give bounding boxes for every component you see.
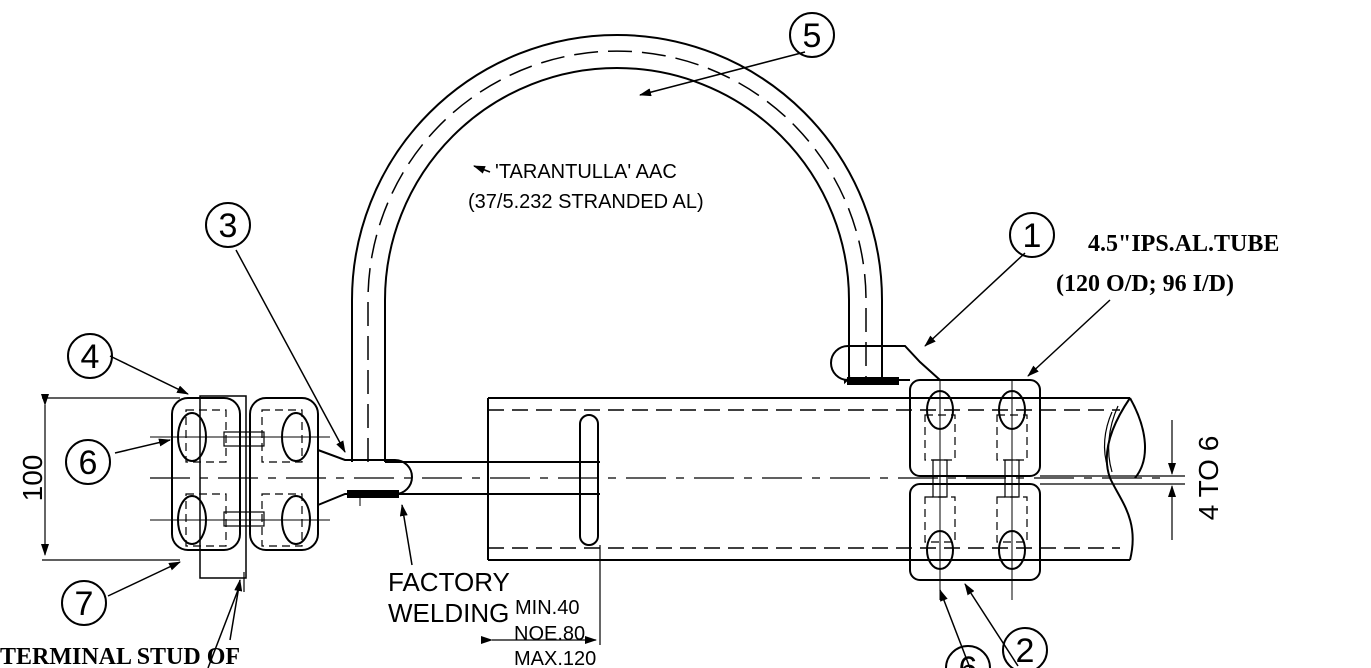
welding-label-line1: FACTORY	[388, 567, 510, 597]
balloon-1: 1	[1023, 217, 1042, 255]
weld-mark-right	[847, 377, 899, 385]
dim-noe-label: NOE.80	[514, 623, 585, 645]
dim-height-label: 100	[17, 455, 48, 502]
dimension-overlap	[481, 545, 601, 645]
dimension-100	[41, 394, 180, 561]
conductor-arc	[351, 34, 883, 462]
balloon-5: 5	[803, 17, 822, 55]
conductor-label-line1: 'TARANTULLA' AAC	[495, 161, 677, 183]
balloon-6-bottom: 6	[959, 650, 978, 668]
aluminium-tube	[487, 397, 1146, 561]
dimension-gap	[1040, 420, 1185, 540]
terminal-stud-label: TERMINAL STUD OF	[0, 644, 240, 668]
balloon-4: 4	[81, 338, 100, 376]
balloon-6-left: 6	[79, 444, 98, 482]
dim-gap-label: 4 TO 6	[1193, 436, 1224, 521]
tube-label-line2: (120 O/D; 96 I/D)	[1056, 271, 1234, 297]
left-terminal-connector	[150, 395, 413, 579]
tube-label-line1: 4.5"IPS.AL.TUBE	[1088, 231, 1279, 257]
balloon-3: 3	[219, 207, 238, 245]
conductor-label-line2: (37/5.232 STRANDED AL)	[468, 191, 704, 213]
leader-lines	[107, 51, 1111, 668]
balloon-7: 7	[75, 585, 94, 623]
right-clamp	[909, 379, 1041, 600]
balloon-2: 2	[1016, 632, 1035, 668]
welding-label-line2: WELDING	[388, 598, 509, 628]
stud-pad	[385, 414, 600, 546]
dim-min-label: MIN.40	[515, 597, 579, 619]
weld-mark-left	[347, 490, 399, 498]
dim-max-label: MAX.120	[514, 648, 596, 668]
